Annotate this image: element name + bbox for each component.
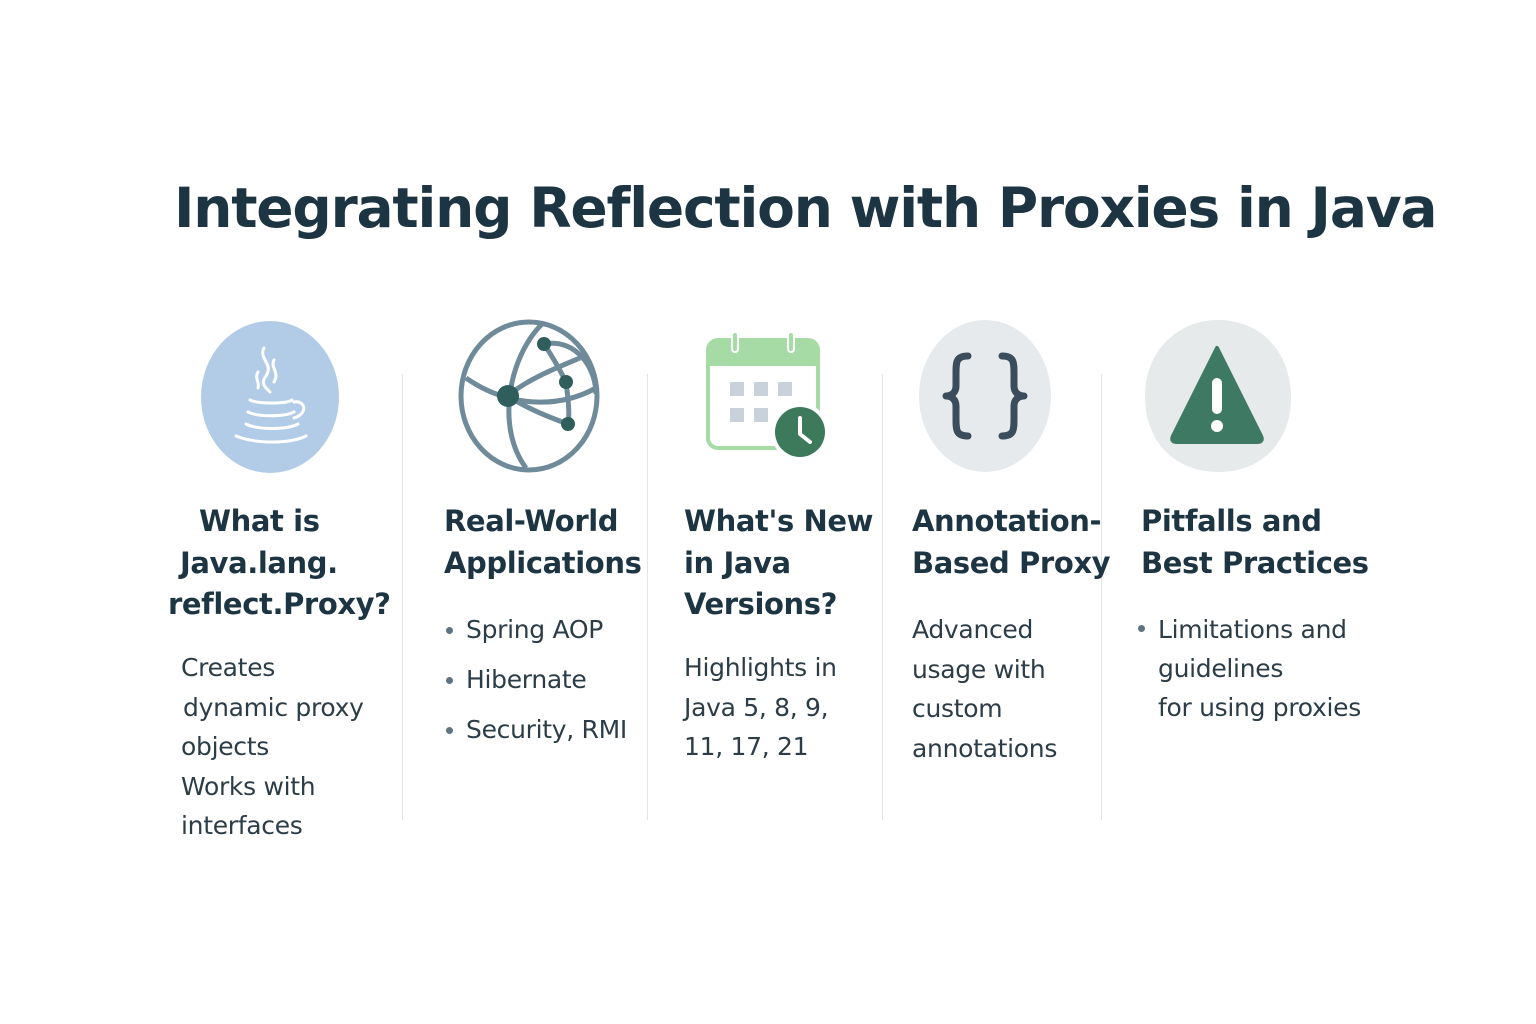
warning-icon bbox=[1145, 320, 1291, 472]
curly-braces-icon bbox=[919, 320, 1051, 472]
globe-network-icon bbox=[458, 319, 600, 473]
column-heading: Annotation- Based Proxy bbox=[912, 504, 1111, 580]
column-divider bbox=[402, 374, 403, 820]
column-description: Creates dynamic proxy objects Works with… bbox=[181, 653, 364, 840]
list-item: Limitations and guidelines for using pro… bbox=[1136, 610, 1361, 727]
java-cup-icon bbox=[201, 321, 339, 473]
list-item: Hibernate bbox=[444, 665, 627, 715]
column-heading: Real-World Applications bbox=[444, 504, 642, 580]
calendar-clock-icon bbox=[706, 331, 829, 461]
column-heading: Pitfalls and Best Practices bbox=[1141, 504, 1369, 580]
list-item: Spring AOP bbox=[444, 615, 627, 665]
column-heading: What's New in Java Versions? bbox=[684, 504, 874, 621]
column-description: Advanced usage with custom annotations bbox=[912, 615, 1058, 763]
list-item: Security, RMI bbox=[444, 715, 627, 765]
column-heading: What is Java.lang. reflect.Proxy? bbox=[168, 504, 391, 621]
application-list: Spring AOP Hibernate Security, RMI bbox=[444, 615, 627, 765]
column-description: Highlights in Java 5, 8, 9, 11, 17, 21 bbox=[684, 653, 837, 761]
column-divider bbox=[882, 374, 883, 820]
column-divider bbox=[1101, 374, 1102, 820]
practices-list: Limitations and guidelines for using pro… bbox=[1136, 610, 1361, 727]
page-title: Integrating Reflection with Proxies in J… bbox=[174, 176, 1438, 240]
column-divider bbox=[647, 374, 648, 820]
